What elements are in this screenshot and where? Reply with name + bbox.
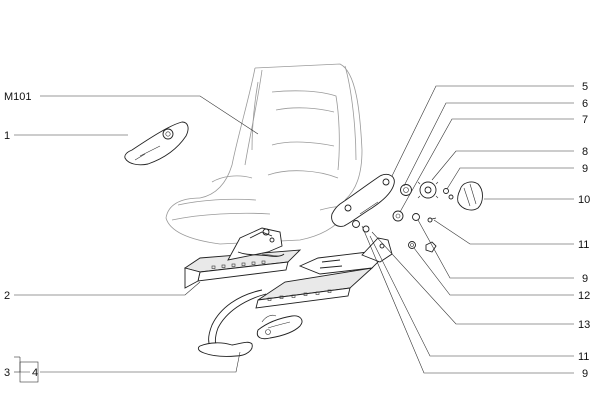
label-3: 3 (4, 367, 10, 379)
label-1: 1 (4, 130, 10, 142)
recliner-plate (331, 173, 395, 228)
label-9-middle: 9 (582, 273, 588, 285)
label-6: 6 (582, 98, 588, 110)
label-9-bottom: 9 (582, 368, 588, 380)
label-7: 7 (582, 114, 588, 126)
label-8: 8 (582, 146, 588, 158)
small-hardware (362, 184, 437, 253)
label-5: 5 (582, 81, 588, 93)
label-m101: M101 (4, 91, 32, 103)
label-11-lower: 11 (578, 351, 589, 363)
label-10: 10 (578, 194, 590, 206)
part-8-gear (417, 181, 449, 199)
label-13: 13 (578, 319, 590, 331)
label-11-upper: 11 (578, 239, 589, 251)
leader-lines (14, 85, 574, 374)
part-2-left-rail (183, 227, 302, 289)
label-2: 2 (4, 290, 10, 302)
part-10-knob (448, 181, 483, 211)
label-9-top: 9 (582, 163, 588, 175)
label-12: 12 (578, 290, 590, 302)
group-bracket-3-4 (19, 361, 39, 383)
label-4: 4 (32, 367, 38, 379)
part-1-side-cover (124, 121, 189, 166)
callout-labels: M101 1 2 3 4 5 6 7 8 9 10 11 9 12 13 11 … (4, 81, 590, 380)
